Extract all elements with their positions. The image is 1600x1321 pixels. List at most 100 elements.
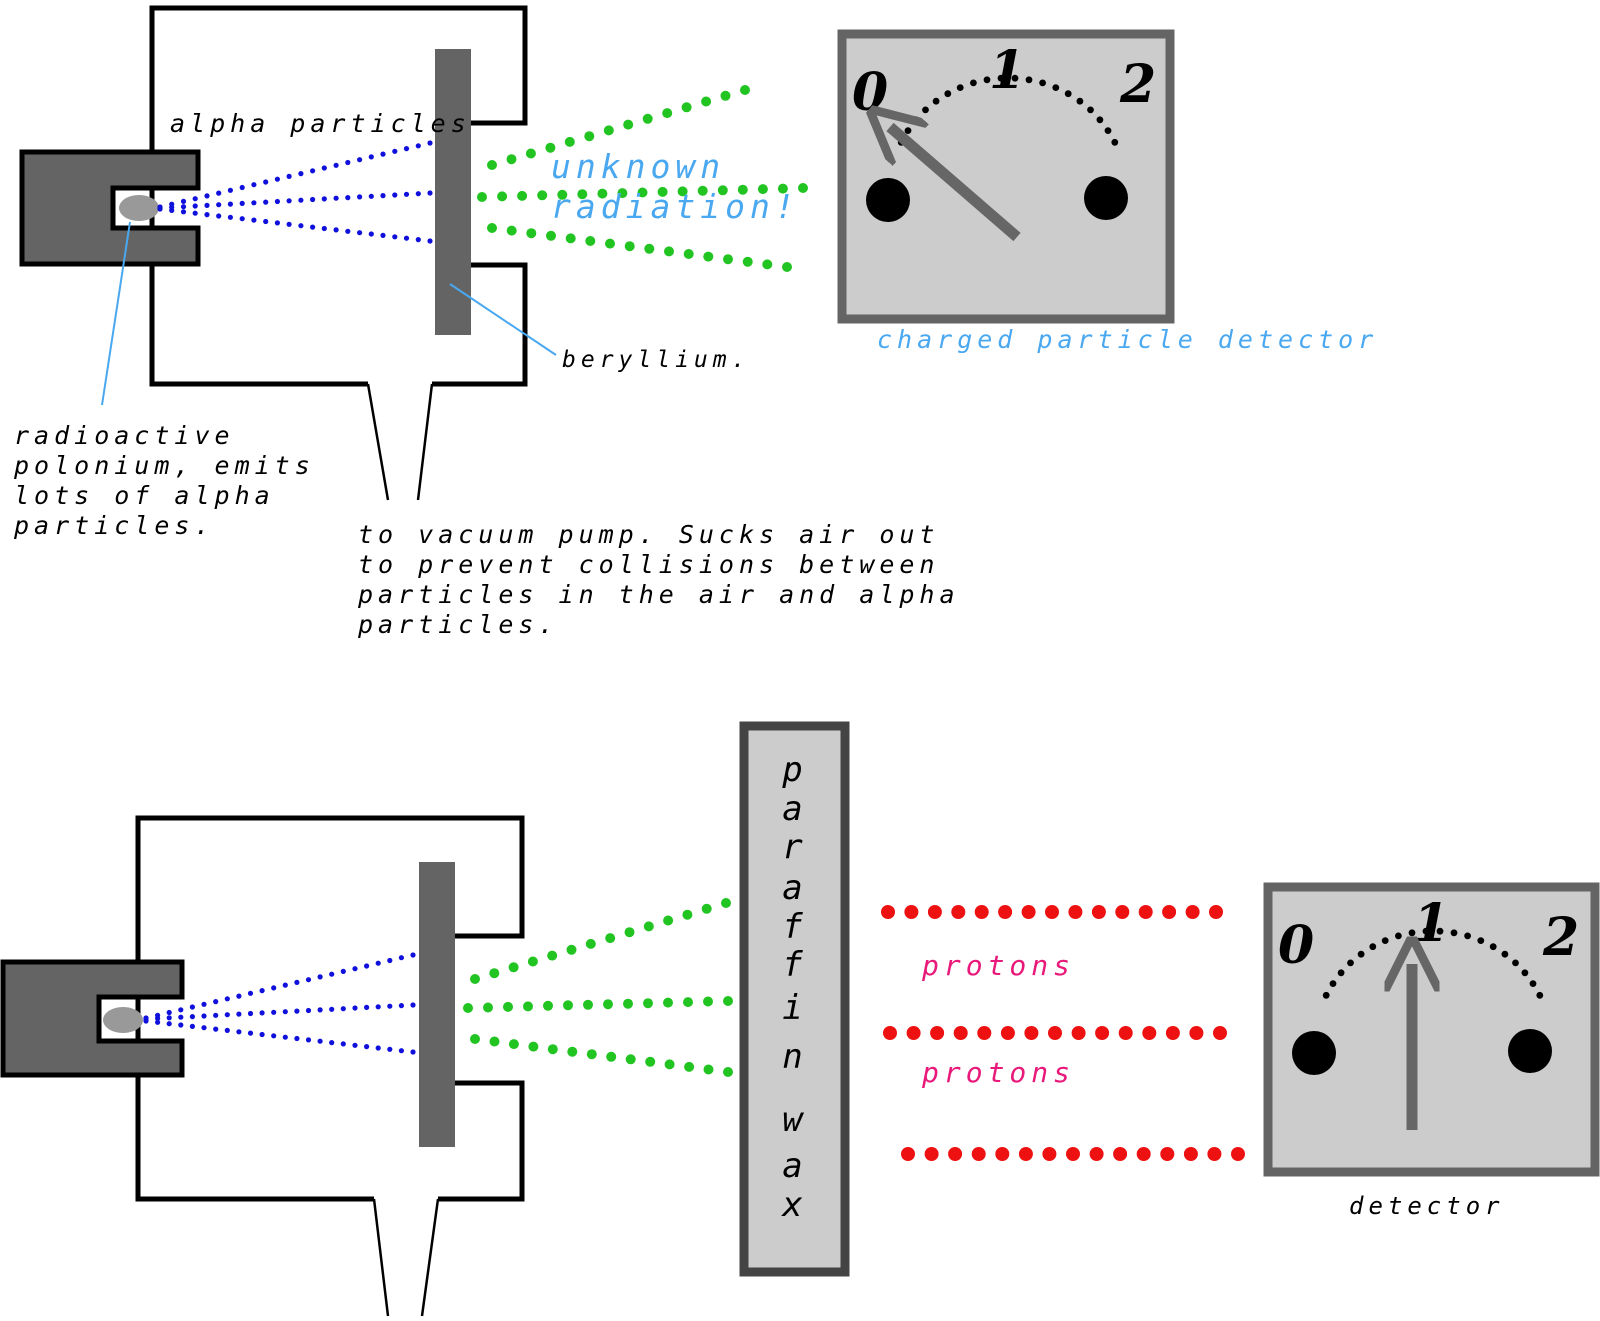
alpha-particle-dot — [251, 200, 257, 206]
unknown-radiation-dot — [637, 187, 648, 198]
dial-scale-dot — [912, 116, 920, 124]
unknown-radiation-dot — [703, 251, 714, 262]
proton-dot — [1024, 1026, 1039, 1040]
alpha-particle-dot — [375, 1045, 381, 1051]
charged-particle-detector: 0 1 2 charged particle detector — [837, 29, 1373, 354]
dial-scale-dot — [1337, 969, 1345, 977]
unknown-radiation-dot — [603, 999, 613, 1010]
unknown-radiation-dot — [584, 131, 595, 142]
proton-dot — [1231, 1147, 1245, 1161]
proton-dot — [1162, 905, 1177, 919]
alpha-particle-dot — [357, 194, 363, 200]
unknown-radiation-dot — [523, 1001, 533, 1012]
paraffin-letter: x — [780, 1185, 807, 1225]
bottom-detector-label: detector — [1349, 1192, 1505, 1220]
alpha-particle-dot — [224, 996, 230, 1002]
paraffin-letter: a — [782, 868, 807, 908]
unknown-radiation-dot — [506, 225, 517, 236]
unknown-label-line1: unknown — [551, 147, 725, 186]
alpha-particle-dot — [410, 952, 416, 958]
dial-scale-dot — [904, 127, 912, 134]
dial-scale-dot — [956, 84, 964, 91]
dial-scale-dot — [1408, 929, 1416, 937]
unknown-radiation-dot — [624, 241, 635, 252]
alpha-particle-dot — [204, 193, 210, 199]
alpha-particle-dot — [415, 143, 421, 149]
alpha-particle-dot — [204, 202, 210, 208]
dial-scale-dot — [1064, 90, 1072, 98]
dial-scale-dot — [1381, 937, 1389, 944]
alpha-particle-dot — [427, 238, 433, 244]
pump-label-line3: particles in the air and alpha — [357, 580, 960, 609]
alpha-particle-dot — [298, 197, 304, 203]
paraffin-letter: f — [782, 945, 807, 985]
alpha-particle-dot — [251, 182, 257, 188]
alpha-particle-dot — [340, 1041, 346, 1047]
alpha-particle-dot — [329, 1040, 335, 1046]
alpha-particle-dot — [427, 140, 433, 146]
alpha-particle-dot — [364, 963, 370, 969]
unknown-radiation-dot — [547, 1044, 558, 1055]
top-beryllium-plate — [435, 49, 471, 335]
proton-dot — [1095, 1026, 1110, 1040]
alpha-particle-dot — [310, 168, 316, 174]
dial-scale-dot — [1357, 950, 1365, 958]
dial-scale-dot — [1011, 74, 1019, 82]
unknown-radiation-dot — [477, 192, 487, 202]
unknown-radiation-dot — [487, 160, 497, 170]
polonium-label: radioactive polonium, emits lots of alph… — [13, 421, 315, 540]
alpha-particle-dot — [345, 159, 351, 166]
unknown-radiation-dot — [489, 1036, 500, 1047]
unknown-radiation-dot — [545, 142, 556, 153]
dial-scale-dot — [1096, 116, 1104, 124]
alpha-particle-dot — [392, 192, 398, 198]
dial-scale-dot — [1489, 943, 1497, 951]
unknown-radiation-dot — [603, 125, 614, 136]
alpha-particle-dot — [294, 979, 300, 986]
alpha-particle-dot — [236, 1011, 242, 1017]
alpha-particle-dot — [224, 1027, 230, 1033]
unknown-radiation-dot — [663, 997, 673, 1008]
alpha-particle-dot — [368, 193, 374, 199]
alpha-particle-dot — [239, 216, 245, 222]
unknown-radiation-dot — [697, 185, 708, 196]
unknown-radiation-dot — [625, 1054, 636, 1065]
proton-dot — [881, 905, 895, 919]
alpha-particle-dot — [201, 1013, 207, 1019]
unknown-radiation-dot — [506, 154, 517, 165]
unknown-radiation-dot — [546, 230, 556, 241]
alpha-particle-dot — [403, 235, 410, 241]
proton-dot — [977, 1026, 992, 1040]
unknown-radiation-dot — [528, 1041, 539, 1052]
proton-dot — [1160, 1147, 1175, 1161]
unknown-radiation-dot — [762, 259, 773, 270]
unknown-radiation-dot — [470, 974, 480, 984]
unknown-radiation-dot — [642, 113, 653, 124]
alpha-particle-dot — [247, 1010, 254, 1017]
dial-scale-dot — [1536, 991, 1544, 999]
unknown-radiation-dot — [597, 188, 608, 199]
alpha-particle-dot — [294, 1008, 300, 1014]
alpha-particle-dot — [189, 1023, 195, 1029]
alpha-particle-dot — [239, 200, 245, 206]
alpha-particle-dot — [317, 974, 323, 980]
alpha-particle-dot — [317, 1007, 323, 1013]
unknown-radiation-dot — [723, 1067, 733, 1077]
alpha-particle-dot — [180, 204, 187, 210]
bottom-pump-tube — [372, 1198, 440, 1317]
polonium-callout-line — [101, 221, 131, 406]
alpha-particle-dot — [189, 1014, 195, 1020]
unknown-radiation-dot — [577, 189, 588, 200]
unknown-radiation-dot — [645, 1056, 656, 1067]
unknown-radiation-dot — [503, 1001, 513, 1012]
unknown-radiation-dot — [723, 996, 733, 1006]
alpha-particle-dot — [216, 202, 222, 208]
top-polonium-sample — [119, 195, 159, 221]
alpha-particle-dot — [204, 212, 210, 218]
bottom-vacuum-chamber — [135, 815, 525, 1202]
alpha-particle-dot — [398, 1003, 404, 1009]
alpha-particle-dot — [192, 210, 198, 216]
proton-dot — [901, 1147, 915, 1161]
polonium-label-line2: polonium, emits — [13, 451, 315, 480]
dial-scale-dot — [1529, 980, 1537, 987]
